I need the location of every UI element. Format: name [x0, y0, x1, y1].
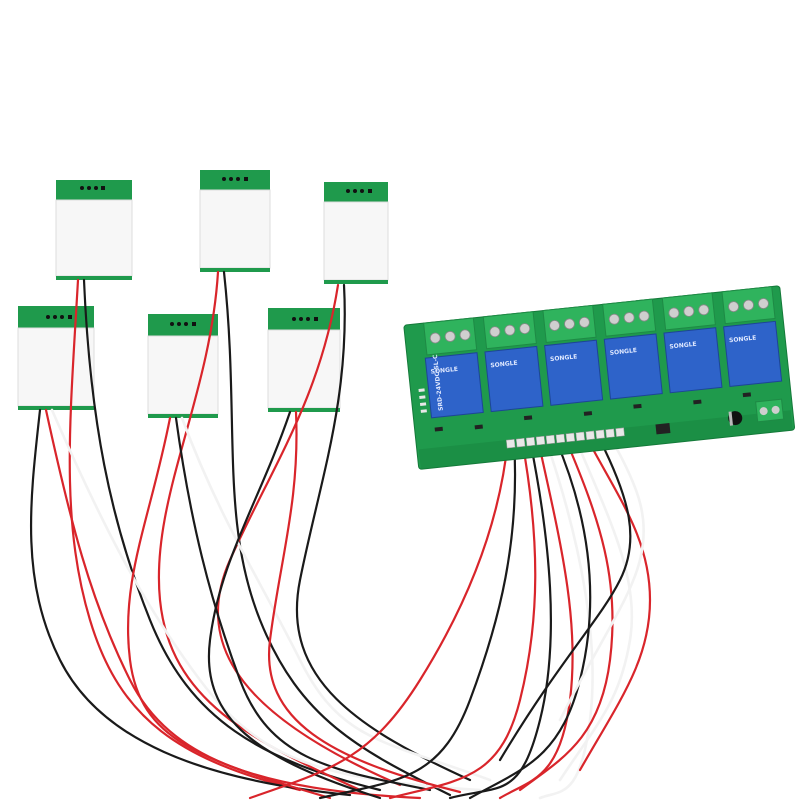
wire-bundle: [29, 270, 652, 800]
led-row: [418, 388, 427, 413]
svg-text:SONGLE: SONGLE: [430, 366, 458, 376]
relay: SONGLE: [663, 327, 723, 394]
pin-header: [506, 427, 625, 449]
relay: SONGLE: [603, 333, 663, 400]
capacitor: [728, 411, 743, 426]
relay: SONGLE: [484, 345, 544, 413]
svg-text:SONGLE: SONGLE: [669, 341, 697, 351]
relay: SONGLE SRD-24VDC-SL-C: [424, 352, 484, 419]
touch-sensor-module: [199, 170, 271, 272]
relay-board: SONGLE SRD-24VDC-SL-C SONGLE SONGLE SONG…: [403, 285, 796, 470]
touch-sensor-module: [267, 308, 341, 412]
screw-terminal-row: [423, 286, 776, 356]
relay: SONGLE: [723, 320, 783, 388]
smd-components: [434, 392, 752, 435]
svg-text:SONGLE: SONGLE: [609, 347, 637, 357]
relay: SONGLE: [544, 339, 604, 406]
touch-sensor-module: [17, 306, 95, 410]
touch-sensor-module: [147, 314, 219, 418]
svg-text:SONGLE: SONGLE: [729, 334, 757, 344]
svg-text:SONGLE: SONGLE: [550, 353, 578, 363]
touch-sensor-module: [323, 182, 389, 284]
svg-text:SONGLE: SONGLE: [490, 360, 518, 370]
power-terminal: [755, 398, 785, 423]
touch-sensor-module: [55, 180, 133, 280]
